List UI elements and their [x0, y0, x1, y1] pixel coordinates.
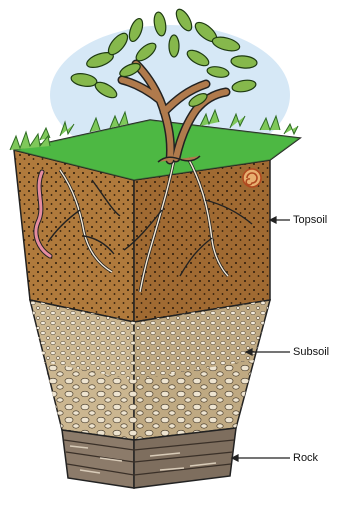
- snail-icon: [243, 169, 261, 187]
- subsoil-label: Subsoil: [293, 346, 329, 358]
- rock-label: Rock: [293, 452, 318, 464]
- topsoil-label: Topsoil: [293, 214, 327, 226]
- subsoil-layer: [30, 300, 270, 440]
